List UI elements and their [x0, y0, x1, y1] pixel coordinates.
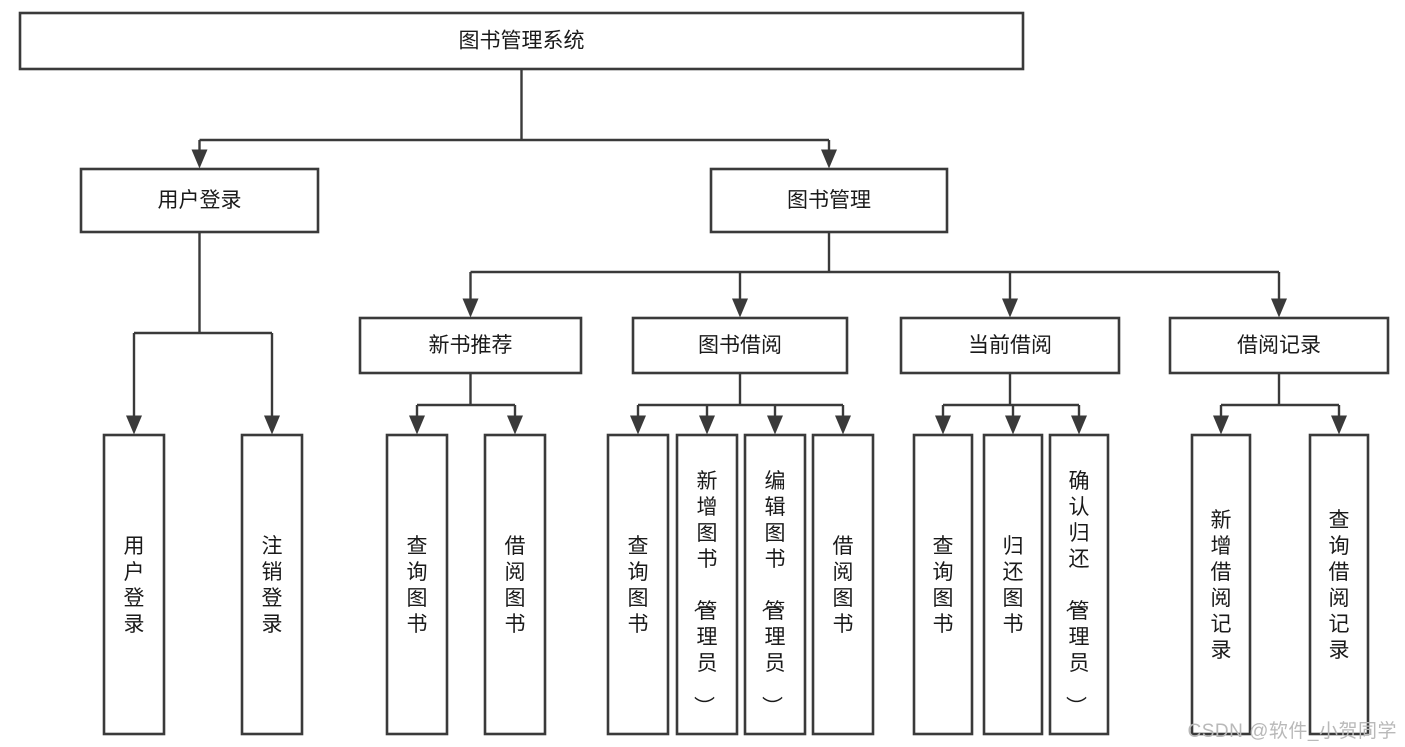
node-box [1168, 316, 1390, 375]
node-book-borrow[interactable]: 图书借阅 [631, 316, 849, 375]
node-label: 查询图书 [933, 535, 954, 636]
arrow-head-icon [1071, 415, 1087, 435]
node-leaf-query-book-1[interactable]: 查询图书 [385, 433, 449, 736]
edges-layer [126, 69, 1347, 435]
node-box [606, 433, 670, 736]
node-label: 确认归还（管理员） [1064, 470, 1090, 717]
node-label: 注销登录 [262, 535, 283, 636]
arrow-head-icon [935, 415, 951, 435]
node-label: 归还图书 [1003, 535, 1024, 636]
node-box [899, 316, 1121, 375]
arrow-head-icon [126, 415, 142, 435]
node-leaf-borrow-book-1[interactable]: 借阅图书 [483, 433, 547, 736]
nodes-layer: 图书管理系统用户登录图书管理新书推荐图书借阅当前借阅借阅记录用户登录注销登录查询… [18, 11, 1390, 736]
arrow-head-icon [767, 415, 783, 435]
node-leaf-user-logout[interactable]: 注销登录 [240, 433, 304, 736]
node-leaf-borrow-book-2[interactable]: 借阅图书 [811, 433, 875, 736]
node-box [483, 433, 547, 736]
node-box [631, 316, 849, 375]
arrow-head-icon [732, 298, 748, 318]
node-label: 借阅记录 [1237, 334, 1321, 357]
node-box [743, 433, 807, 736]
node-leaf-confirm-return[interactable]: 确认归还（管理员） [1048, 433, 1110, 736]
node-label: 查询图书 [407, 535, 428, 636]
arrow-head-icon [264, 415, 280, 435]
node-label: 查询借阅记录 [1329, 509, 1350, 662]
node-box [18, 11, 1025, 71]
node-label: 借阅图书 [833, 535, 854, 636]
node-label: 新书推荐 [429, 334, 513, 357]
node-leaf-query-borrow-record[interactable]: 查询借阅记录 [1308, 433, 1370, 736]
node-label: 查询图书 [628, 535, 649, 636]
node-current-borrow[interactable]: 当前借阅 [899, 316, 1121, 375]
node-borrow-record[interactable]: 借阅记录 [1168, 316, 1390, 375]
arrow-head-icon [835, 415, 851, 435]
node-user-login[interactable]: 用户登录 [79, 167, 320, 234]
node-leaf-return-book[interactable]: 归还图书 [982, 433, 1044, 736]
node-label: 当前借阅 [968, 334, 1052, 357]
node-box [675, 433, 739, 736]
node-box [1308, 433, 1370, 736]
node-label: 借阅图书 [505, 535, 526, 636]
arrow-head-icon [507, 415, 523, 435]
node-leaf-user-login[interactable]: 用户登录 [102, 433, 166, 736]
node-box [1048, 433, 1110, 736]
node-box [811, 433, 875, 736]
node-box [240, 433, 304, 736]
node-box [982, 433, 1044, 736]
arrow-head-icon [409, 415, 425, 435]
node-leaf-add-book[interactable]: 新增图书（管理员） [675, 433, 739, 736]
node-leaf-edit-book[interactable]: 编辑图书（管理员） [743, 433, 807, 736]
node-box [912, 433, 974, 736]
node-label: 编辑图书（管理员） [760, 470, 786, 717]
node-label: 图书借阅 [698, 334, 782, 357]
arrow-head-icon [1271, 298, 1287, 318]
arrow-head-icon [821, 149, 837, 169]
node-box [358, 316, 583, 375]
node-label: 用户登录 [158, 189, 242, 212]
node-label: 图书管理系统 [459, 30, 585, 53]
node-label: 用户登录 [124, 535, 145, 636]
node-label: 新增借阅记录 [1211, 509, 1232, 662]
node-box [1190, 433, 1252, 736]
arrow-head-icon [1002, 298, 1018, 318]
node-leaf-add-borrow-record[interactable]: 新增借阅记录 [1190, 433, 1252, 736]
node-box [709, 167, 949, 234]
arrow-head-icon [630, 415, 646, 435]
node-label: 图书管理 [787, 189, 871, 212]
node-box [102, 433, 166, 736]
node-new-book-recommend[interactable]: 新书推荐 [358, 316, 583, 375]
arrow-head-icon [1005, 415, 1021, 435]
arrow-head-icon [1331, 415, 1347, 435]
node-root[interactable]: 图书管理系统 [18, 11, 1025, 71]
node-label: 新增图书（管理员） [692, 470, 718, 717]
node-box [385, 433, 449, 736]
arrow-head-icon [699, 415, 715, 435]
arrow-head-icon [191, 149, 208, 169]
node-leaf-query-book-2[interactable]: 查询图书 [606, 433, 670, 736]
node-book-manage[interactable]: 图书管理 [709, 167, 949, 234]
arrow-head-icon [462, 298, 479, 318]
node-leaf-query-book-3[interactable]: 查询图书 [912, 433, 974, 736]
node-box [79, 167, 320, 234]
arrow-head-icon [1213, 415, 1229, 435]
